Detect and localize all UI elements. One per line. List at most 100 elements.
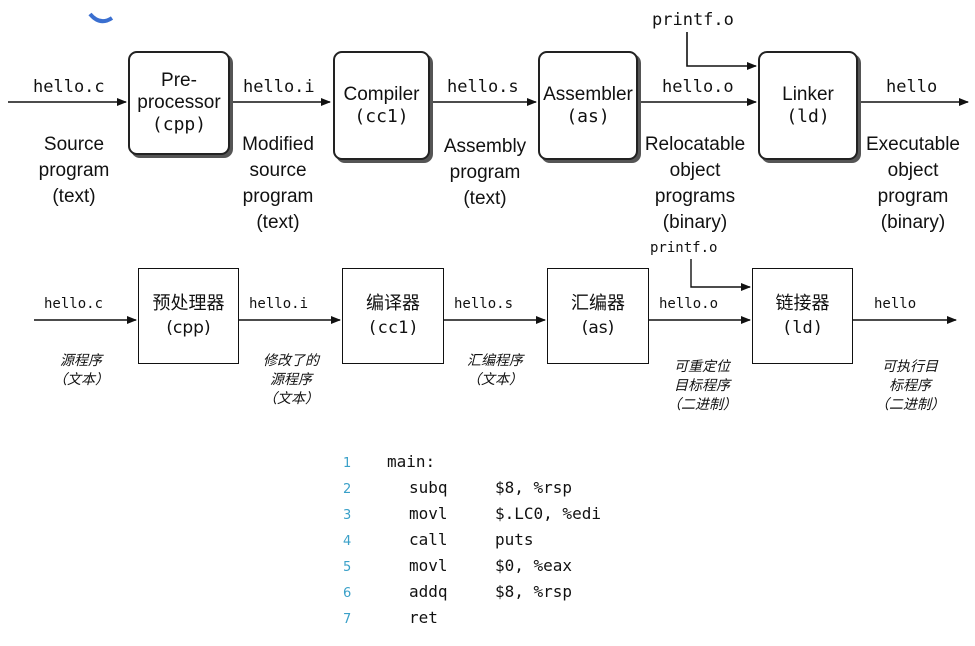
top-desc-assembly-1: Assembly	[443, 136, 527, 157]
bot-desc-assembly-1: 汇编程序	[467, 353, 523, 369]
code-line-5: 5 movl $0, %eax	[343, 556, 572, 582]
bot-box-compiler-sub: (cc1)	[367, 318, 419, 338]
top-desc-executable: Executable object program (binary)	[856, 132, 970, 236]
top-desc-relocatable-4: (binary)	[662, 212, 728, 233]
top-box-preprocessor: Pre- processor (cpp)	[128, 51, 230, 155]
top-label-printf-o: printf.o	[652, 10, 734, 30]
top-box-preprocessor-title-1: Pre-	[161, 70, 197, 91]
top-desc-relocatable-1: Relocatable	[644, 134, 746, 155]
bot-desc-relocatable: 可重定位 目标程序 （二进制）	[652, 358, 752, 415]
top-label-hello-s: hello.s	[447, 77, 519, 97]
bot-desc-relocatable-1: 可重定位	[674, 359, 730, 375]
top-arrow-printf	[686, 32, 757, 70]
top-desc-source-3: (text)	[52, 186, 96, 207]
bot-box-assembler-sub: (as)	[581, 318, 615, 338]
bot-box-linker-sub: (ld)	[782, 318, 823, 338]
top-box-linker-title: Linker	[782, 83, 834, 105]
line-number: 4	[343, 534, 352, 549]
top-desc-source-2: program	[38, 160, 110, 181]
code-op: addq	[409, 582, 448, 601]
bot-desc-source-2: （文本）	[53, 372, 109, 388]
bot-desc-modified-3: （文本）	[263, 391, 319, 407]
line-number: 6	[343, 586, 352, 601]
top-desc-assembly-3: (text)	[463, 188, 507, 209]
bot-desc-modified-1: 修改了的	[263, 353, 319, 369]
bot-desc-executable: 可执行目 标程序 （二进制）	[860, 358, 960, 415]
top-desc-relocatable-2: object	[669, 160, 721, 181]
bot-label-hello-o: hello.o	[659, 296, 719, 312]
top-desc-source-1: Source	[43, 134, 105, 155]
cropped-heading-fragment	[88, 12, 114, 24]
top-desc-modified-4: (text)	[256, 212, 300, 233]
top-desc-assembly-2: program	[449, 162, 521, 183]
line-number: 1	[343, 456, 352, 471]
bot-desc-source-1: 源程序	[60, 353, 102, 369]
top-box-assembler: Assembler (as)	[538, 51, 638, 160]
bot-box-assembler: 汇编器 (as)	[547, 268, 649, 364]
top-desc-executable-1: Executable	[865, 134, 960, 155]
bot-desc-relocatable-3: （二进制）	[667, 397, 737, 413]
top-label-hello: hello	[886, 77, 938, 97]
bot-box-compiler: 编译器 (cc1)	[342, 268, 444, 364]
code-op: ret	[409, 608, 438, 627]
bot-desc-assembly: 汇编程序 （文本）	[450, 352, 540, 390]
top-desc-relocatable-3: programs	[654, 186, 736, 207]
bot-label-printf-o: printf.o	[650, 240, 718, 256]
bot-label-hello-s: hello.s	[454, 296, 514, 312]
top-desc-executable-4: (binary)	[880, 212, 946, 233]
top-desc-executable-2: object	[887, 160, 939, 181]
code-op: main:	[387, 452, 436, 471]
bot-desc-relocatable-2: 目标程序	[674, 378, 730, 394]
code-op: subq	[409, 478, 448, 497]
top-box-assembler-sub: (as)	[566, 105, 610, 127]
line-number: 2	[343, 482, 352, 497]
code-args: $0, %eax	[495, 556, 573, 575]
top-desc-modified-2: source	[249, 160, 307, 181]
top-desc-executable-3: program	[877, 186, 949, 207]
top-label-hello-o: hello.o	[662, 77, 734, 97]
bot-desc-assembly-2: （文本）	[467, 372, 523, 388]
line-number: 5	[343, 560, 352, 575]
bot-desc-source: 源程序 （文本）	[36, 352, 126, 390]
bot-label-hello-i: hello.i	[249, 296, 309, 312]
top-box-compiler-sub: (cc1)	[354, 105, 409, 127]
code-op: call	[409, 530, 448, 549]
code-args: puts	[495, 530, 534, 549]
line-number: 7	[343, 612, 352, 627]
top-desc-assembly: Assembly program (text)	[433, 134, 537, 212]
bot-desc-modified: 修改了的 源程序 （文本）	[246, 352, 336, 409]
top-box-linker-sub: (ld)	[786, 105, 830, 127]
top-box-linker: Linker (ld)	[758, 51, 858, 160]
bot-label-hello-c: hello.c	[44, 296, 104, 312]
top-box-preprocessor-title-2: processor	[137, 92, 221, 113]
code-line-1: 1 main:	[343, 452, 435, 478]
top-desc-source: Source program (text)	[24, 132, 124, 210]
bot-box-preprocessor: 预处理器 (cpp)	[138, 268, 239, 364]
top-label-hello-c: hello.c	[33, 77, 105, 97]
code-line-3: 3 movl $.LC0, %edi	[343, 504, 601, 530]
bot-desc-executable-3: （二进制）	[875, 397, 945, 413]
code-args: $8, %rsp	[495, 582, 573, 601]
code-args: $.LC0, %edi	[495, 504, 601, 523]
bot-arrow-printf	[690, 259, 751, 291]
top-box-compiler-title: Compiler	[343, 83, 420, 105]
bot-box-linker-title: 链接器	[775, 293, 830, 314]
bot-desc-executable-1: 可执行目	[882, 359, 938, 375]
top-desc-modified: Modified source program (text)	[228, 132, 328, 236]
code-line-7: 7 ret	[343, 608, 438, 634]
bot-desc-modified-2: 源程序	[270, 372, 312, 388]
code-line-2: 2 subq $8, %rsp	[343, 478, 572, 504]
line-number: 3	[343, 508, 352, 523]
bot-desc-executable-2: 标程序	[889, 378, 931, 394]
bot-box-preprocessor-title: 预处理器	[152, 293, 225, 314]
bot-label-hello: hello	[874, 296, 917, 312]
code-line-4: 4 call puts	[343, 530, 534, 556]
top-box-assembler-title: Assembler	[543, 83, 633, 105]
code-args: $8, %rsp	[495, 478, 573, 497]
top-desc-modified-3: program	[242, 186, 314, 207]
code-op: movl	[409, 504, 448, 523]
code-op: movl	[409, 556, 448, 575]
bot-box-preprocessor-sub: (cpp)	[166, 318, 211, 338]
bot-box-linker: 链接器 (ld)	[752, 268, 853, 364]
